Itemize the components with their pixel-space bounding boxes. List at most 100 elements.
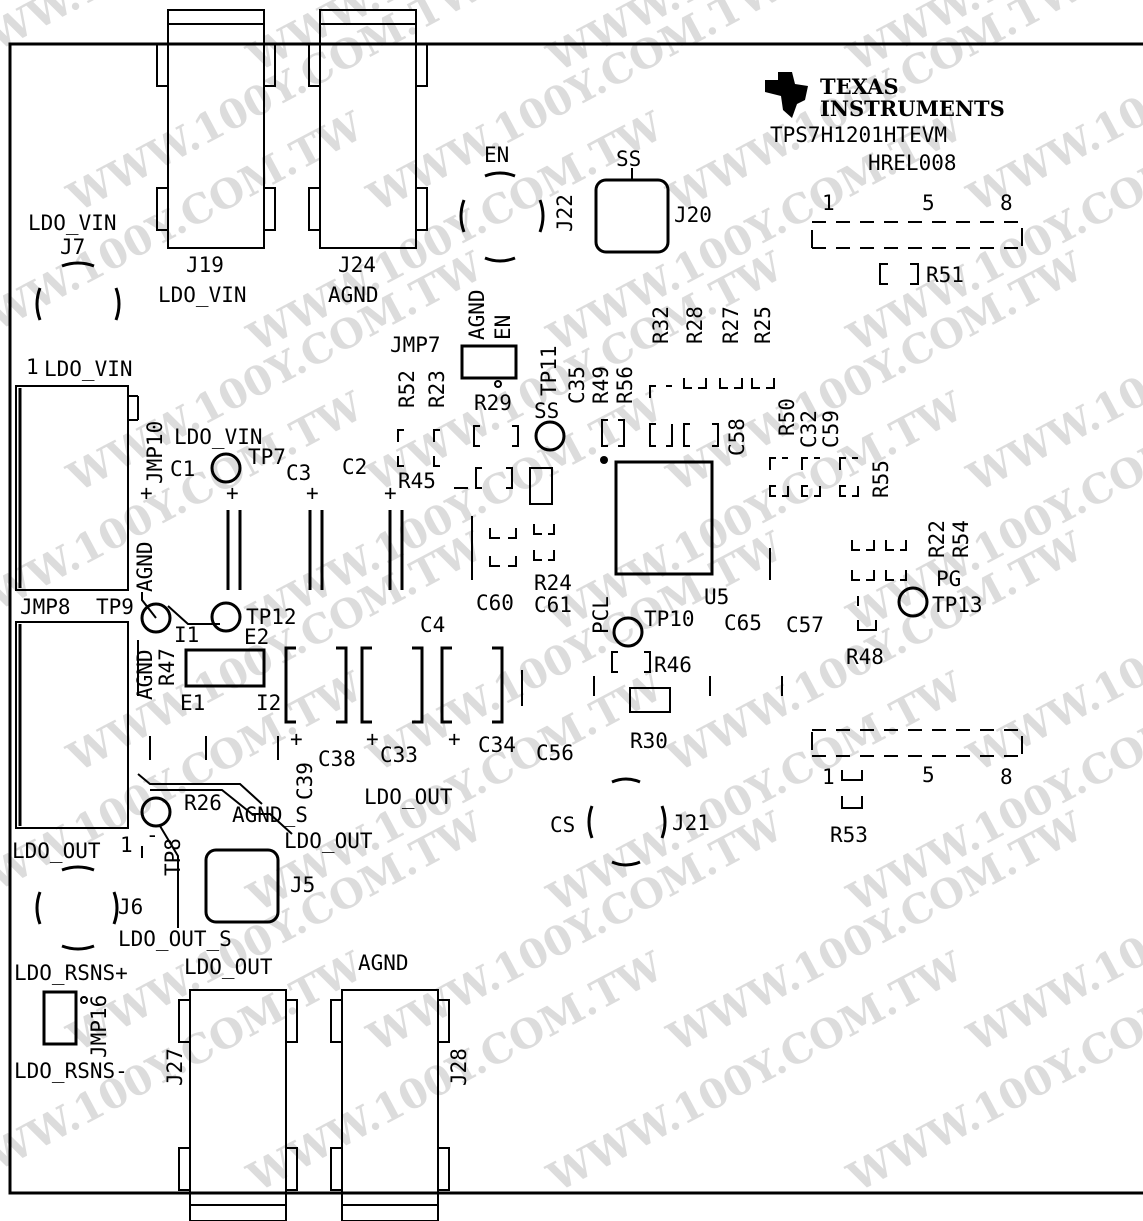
r56-label: R56 [613, 366, 637, 404]
ldo-out-s-label: LDO_OUT_S [118, 927, 232, 951]
c34-plus: + [448, 727, 461, 751]
j19-net-label: LDO_VIN [158, 283, 247, 307]
j6-pin1: 1 [120, 833, 133, 857]
j24-connector [308, 9, 428, 249]
c33-plus: + [366, 727, 379, 751]
r32-label: R32 [649, 306, 673, 344]
j27-label: J27 [163, 1048, 187, 1086]
jmp10-header [15, 385, 139, 591]
r50-label: R50 [775, 398, 799, 436]
j22-test-point [459, 171, 545, 263]
j20-label: J20 [674, 203, 712, 227]
r53-pin5: 5 [922, 763, 935, 787]
j22-net-label: EN [484, 143, 509, 167]
brand-line1: TEXAS [820, 74, 899, 99]
jmp10-net-label: LDO_VIN [44, 357, 133, 381]
jmp16-label: JMP16 [87, 995, 111, 1058]
c39-plus: + [290, 727, 303, 751]
c4-label: C4 [420, 613, 445, 637]
c59-label: C59 [819, 410, 843, 448]
jmp8-label: JMP8 [20, 595, 71, 619]
r53-label: R53 [830, 823, 868, 847]
j28-net-label: AGND [358, 951, 409, 975]
shunt-e1-e2 [184, 648, 266, 688]
c58-label: C58 [725, 418, 749, 456]
tp7-test-point [210, 452, 242, 484]
e1-label: E1 [180, 691, 205, 715]
r47-label: R47 [155, 648, 179, 686]
c39-label: C39 [293, 762, 317, 800]
r49-label: R49 [589, 366, 613, 404]
e2-label: E2 [244, 625, 269, 649]
r54-label: R54 [949, 520, 973, 558]
tp9-label: TP9 [96, 595, 134, 619]
r51-pin8: 8 [1000, 191, 1013, 215]
j5-label: J5 [290, 873, 315, 897]
r30-label: R30 [630, 729, 668, 753]
j7-test-point [35, 261, 121, 321]
tp10-label: TP10 [644, 607, 695, 631]
tp12-label: TP12 [246, 605, 297, 629]
j20-net-label: SS [616, 147, 641, 171]
tp13-net-label: PG [936, 567, 961, 591]
j27-connector [178, 989, 298, 1221]
j27-net-label: LDO_OUT [184, 955, 273, 979]
c33-label: C33 [380, 743, 418, 767]
c1-label: C1 [170, 457, 195, 481]
r51-pin1: 1 [822, 191, 835, 215]
tp12-test-point [210, 601, 242, 633]
i1-label: I1 [174, 623, 199, 647]
j24-net-label: AGND [328, 283, 379, 307]
j5-pad [204, 848, 280, 924]
r45-label: R45 [398, 469, 436, 493]
c60-label: C60 [476, 591, 514, 615]
j19-label: J19 [186, 253, 224, 277]
tp10-net-label: PCL [589, 596, 613, 634]
c65-label: C65 [724, 611, 762, 635]
j21-net-label: CS [550, 813, 575, 837]
jmp8-header [15, 621, 129, 829]
j6-test-point [35, 865, 119, 951]
small-resistor-footprints [397, 378, 907, 809]
c3-plus: + [306, 481, 319, 505]
r26-label: R26 [184, 791, 222, 815]
r51-pin5: 5 [922, 191, 935, 215]
j19-connector [156, 9, 276, 249]
ti-logo-icon [765, 72, 808, 118]
brand-line2: INSTRUMENTS [820, 96, 1005, 121]
j6-label: J6 [118, 895, 143, 919]
c38-label: C38 [318, 747, 356, 771]
r24-label: R24 [534, 571, 572, 595]
u5-label: U5 [704, 585, 729, 609]
ldo-out-mid-label: LDO_OUT [364, 785, 453, 809]
c2-plus: + [384, 481, 397, 505]
c57-label: C57 [786, 613, 824, 637]
c1-plus: + [140, 481, 153, 505]
board-name: TPS7H1201HTEVM [770, 123, 947, 147]
j28-connector [330, 989, 450, 1221]
tp10-test-point [612, 616, 644, 648]
j7-label: J7 [60, 235, 85, 259]
c2-label: C2 [342, 455, 367, 479]
r22-label: R22 [925, 520, 949, 558]
tp7-net-label: LDO_VIN [174, 425, 263, 449]
j20-pad [594, 168, 670, 254]
j21-test-point [587, 777, 667, 867]
jmp8-agnd-label: AGND [133, 649, 157, 700]
tp11-label: TP11 [537, 345, 561, 396]
c56-label: C56 [536, 741, 574, 765]
r27-label: R27 [719, 306, 743, 344]
jmp7-en-label: EN [491, 315, 515, 340]
r29-label: R29 [474, 391, 512, 415]
c61-label: C61 [534, 593, 572, 617]
agnd-s-label: AGND_S [232, 803, 308, 827]
tp8-label: TP8 [161, 838, 185, 876]
capacitors-c4-bank [149, 646, 783, 760]
j6-net-label: LDO_OUT [12, 839, 101, 863]
j21-label: J21 [672, 811, 710, 835]
tp8-test-point [140, 796, 172, 828]
r53-pin8: 8 [1000, 765, 1013, 789]
jmp10-label: JMP10 [143, 421, 167, 484]
u5-ic [600, 456, 714, 576]
